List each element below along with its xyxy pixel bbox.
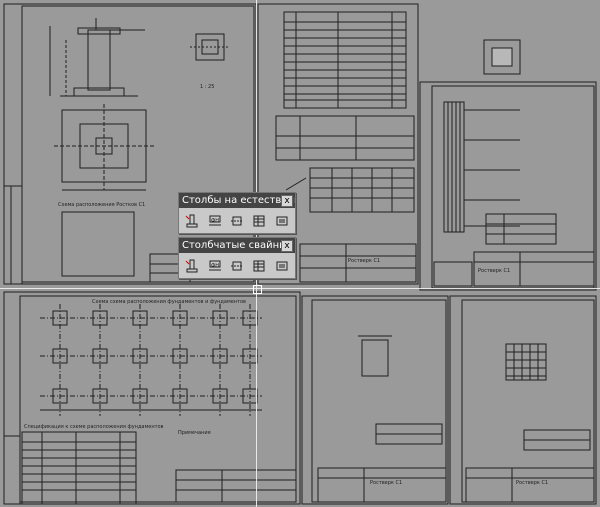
margin-stamp [433,261,473,287]
column-label: Ростверк С1 [348,258,380,264]
rebar-grid [310,168,414,212]
sheet-5-detail [361,339,389,377]
scheme-box [61,211,135,277]
stamp-4 [175,469,297,503]
plan-caption: Схема схема расположения фундаментов и ф… [92,299,246,305]
table-button[interactable] [250,211,268,230]
sheet-6-inner [461,299,595,503]
section-icon [231,216,244,225]
rebar-sketch [285,177,307,191]
section-icon [231,261,244,270]
toolbar-title[interactable]: Столбчатые свайные x [179,238,295,253]
crosshair-horizontal [0,288,600,289]
stamp-5 [317,467,447,503]
scheme-caption: Схема расположения Ростков С1 [58,202,145,208]
sheet-3-frame [419,81,597,291]
section-button[interactable] [228,211,246,230]
column-elevation [87,29,111,91]
svg-text:ФН: ФН [211,263,219,269]
toolbar-title-text: Столбчатые свайные [182,240,294,251]
toolbar-pile-columns[interactable]: Столбчатые свайные x ФН [178,237,296,279]
column-button[interactable] [183,256,201,275]
toolbar-natural-columns[interactable]: Столбы на естественном x ФН [178,192,296,234]
margin-table [3,185,23,285]
stamp-3 [473,251,595,287]
table-icon [253,260,265,271]
column-button[interactable] [183,211,201,230]
foundation-button[interactable]: ФН [205,256,223,275]
detail-inner [491,47,513,67]
detail-box [483,39,521,75]
plan-footings [52,310,258,404]
sheet-2-frame [257,3,419,285]
dim-label: 1 : 25 [200,84,214,90]
sheet-5-frame [301,295,449,505]
plan-axes [40,304,262,416]
close-icon[interactable]: x [281,195,293,207]
sheet-6-mesh [505,343,547,381]
sheet-1-inner-frame [21,5,255,283]
column-cap [77,27,121,35]
foundation-button[interactable]: ФН [205,211,223,230]
column-icon [185,214,198,227]
crosshair-pickbox [253,285,262,294]
sheet-5-inner [311,299,447,503]
settings-icon [276,216,288,225]
margin-table-4 [3,435,21,505]
table-button[interactable] [250,256,268,275]
foundation-icon: ФН [208,260,221,270]
sheet-4-inner [19,295,297,503]
settings-icon [276,261,288,270]
foundation-icon: ФН [208,215,221,225]
section-button[interactable] [228,256,246,275]
spec-rows [284,29,406,101]
cage-elevation [443,101,465,233]
sheet-title-a: Ростверк С1 [370,480,402,486]
middle-table [275,115,415,161]
sheet-4-frame [3,291,301,505]
footing-elevation [73,87,125,97]
toolbar-body: ФН [179,208,295,233]
cage-ties [464,109,520,227]
sheet-6-frame [449,295,597,505]
toolbar-title-text: Столбы на естественном [182,195,295,206]
plan-spec-grid [22,432,136,504]
spec-table [283,11,407,109]
svg-text:ФН: ФН [211,218,219,224]
close-icon[interactable]: x [281,240,293,252]
sheet-label: Ростверк С1 [478,268,510,274]
column-icon [185,259,198,272]
stamp-2 [299,243,417,283]
plan-spec-table [21,431,137,505]
notes-caption: Примечания [178,430,211,436]
settings-button[interactable] [273,256,291,275]
toolbar-title[interactable]: Столбы на естественном x [179,193,295,208]
settings-button[interactable] [273,211,291,230]
sheet-title-b: Ростверк С1 [516,480,548,486]
table-icon [253,215,265,226]
cage-bars [447,102,461,232]
stamp-6 [465,467,595,503]
sheet-3-table [485,213,557,245]
spec-caption: Спецификация к схеме расположения фундам… [24,424,164,430]
toolbar-body: ФН [179,253,295,278]
rebar-table [309,167,415,213]
